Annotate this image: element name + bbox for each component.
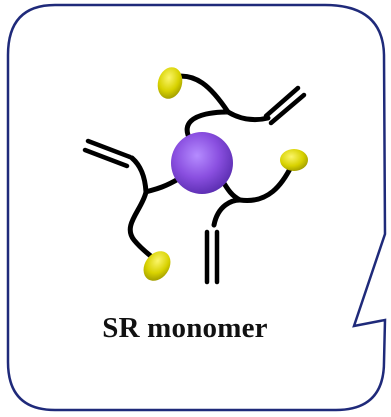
- diagram-label: SR monomer: [102, 312, 268, 344]
- end-group-right: [280, 149, 308, 171]
- core-sphere: [171, 132, 233, 194]
- end-group-top-left: [157, 67, 183, 99]
- double-bond-left-b: [82, 147, 130, 169]
- end-group-bottom-left: [143, 251, 171, 281]
- arm-right: [237, 162, 295, 204]
- callout-bubble-outline: [6, 3, 387, 412]
- arm-left: [129, 155, 149, 195]
- double-bond-top-right-a: [263, 85, 301, 119]
- double-bond-top-right-b: [268, 92, 307, 126]
- arm-lower-left: [127, 175, 183, 265]
- arm-top-right: [225, 109, 271, 123]
- double-bond-left-a: [85, 138, 133, 160]
